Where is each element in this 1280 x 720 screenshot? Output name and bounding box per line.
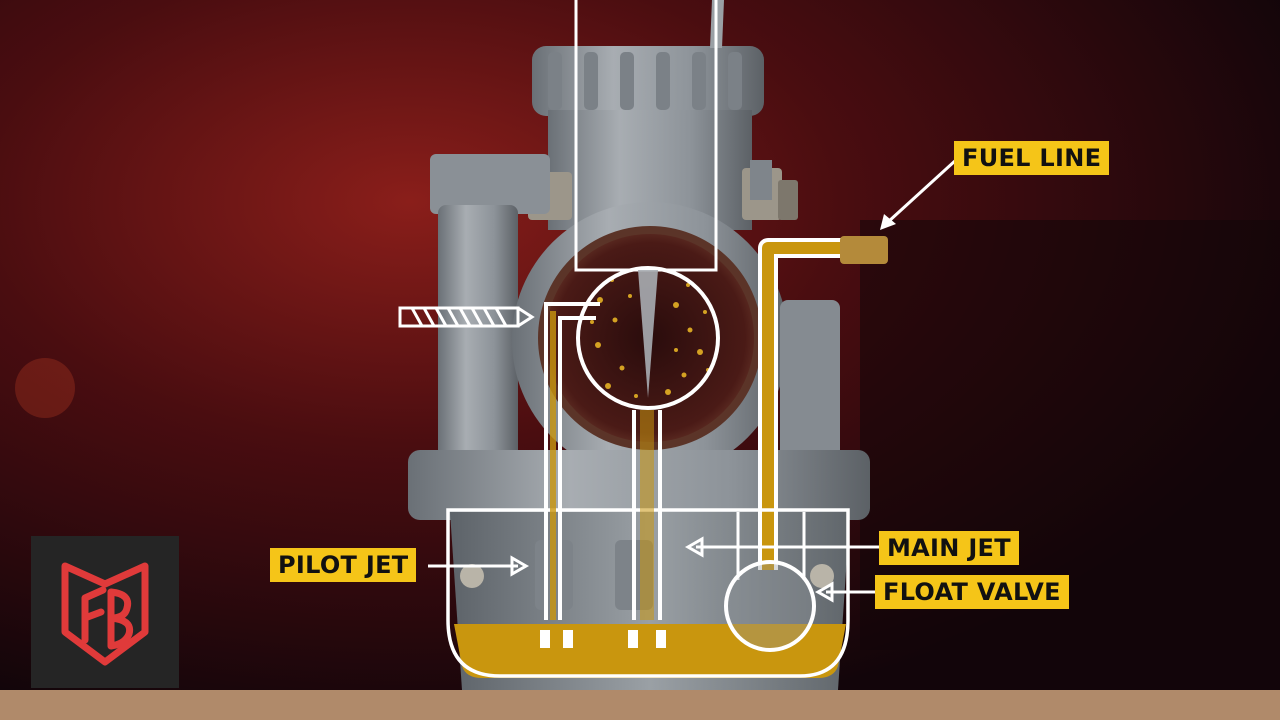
fuel-line-label: FUEL LINE xyxy=(954,141,1110,175)
table-surface xyxy=(0,690,1280,720)
fuel-line-nozzle xyxy=(840,236,888,264)
main-jet-passage xyxy=(632,410,662,620)
fuel-line-arrow xyxy=(880,158,958,230)
fuel-level xyxy=(454,624,846,678)
pilot-passage xyxy=(544,302,600,620)
jet-feet xyxy=(540,630,666,648)
float-bowl-outline xyxy=(446,508,850,678)
float-valve-label: FLOAT VALVE xyxy=(875,575,1069,609)
float-ball xyxy=(724,560,816,652)
bokeh-light xyxy=(15,358,75,418)
main-jet-arrow xyxy=(684,536,880,558)
pilot-jet-arrow xyxy=(428,555,530,577)
channel-logo xyxy=(31,536,179,688)
needle-jet-tip xyxy=(638,270,658,398)
venturi-outline xyxy=(576,266,720,410)
pilot-screw-icon xyxy=(398,306,535,328)
pilot-jet-label: PILOT JET xyxy=(270,548,417,582)
main-jet-label: MAIN JET xyxy=(879,531,1019,565)
fb-shield-logo-icon xyxy=(61,562,149,666)
float-valve-arrow xyxy=(814,581,876,603)
